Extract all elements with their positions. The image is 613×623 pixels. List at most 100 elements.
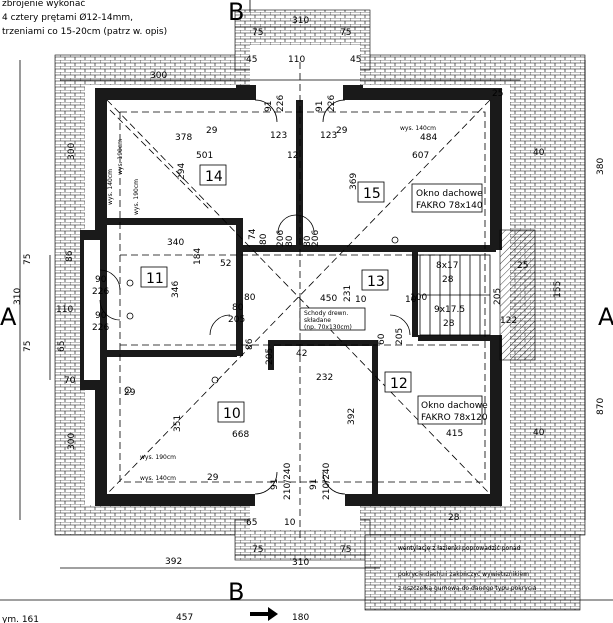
room-15-box <box>357 181 385 203</box>
height-note: wys. 190cm <box>117 139 124 175</box>
dim-label: 392 <box>347 408 357 425</box>
room-11-box <box>140 266 168 288</box>
chimney-area <box>364 534 581 611</box>
dim-label: 70 <box>64 376 76 386</box>
dim-label: 668 <box>232 430 249 440</box>
dim-label: 184 <box>193 248 203 265</box>
room-14-number: 14 <box>205 169 223 185</box>
height-note: wys. 140cm <box>140 475 176 482</box>
top-note-line: 4 cztery prętami Ø12-14mm, <box>2 12 133 23</box>
dim-label: 205 <box>493 288 503 305</box>
room-13-box <box>361 269 389 291</box>
dim-label: 60 <box>377 333 387 345</box>
dim-label: 346 <box>171 281 181 298</box>
dim-label: 155 <box>553 281 563 298</box>
interior-walls <box>107 100 498 495</box>
dim-label: 90 <box>95 311 107 321</box>
chimney-note-line: wentylację z łazienki poprowadzić ponad <box>398 545 521 552</box>
top-notes: zbrojenie wykonać 4 cztery prętami Ø12-1… <box>2 0 167 37</box>
dim-label: 210/240 <box>283 462 293 500</box>
dim-label: 123 <box>320 131 337 141</box>
dim-label: 180 <box>292 613 309 623</box>
roof-windows: Okno dachowe FAKRO 78x140 Okno dachowe F… <box>411 183 488 425</box>
top-note-line: zbrojenie wykonać <box>2 0 85 9</box>
room-10-number: 10 <box>223 406 241 422</box>
dim-label: 91 <box>264 101 274 112</box>
height-note: wys. 190cm <box>133 179 140 215</box>
dim-label: 340 <box>167 238 184 248</box>
dim-label: 28 <box>448 513 460 523</box>
dim-label: 29 <box>124 388 136 398</box>
dim-label: 380 <box>596 158 606 175</box>
dim-label: 75 <box>340 545 351 555</box>
dim-label: 29 <box>207 473 219 483</box>
dim-label: 65 <box>246 518 257 528</box>
dim-label: 457 <box>176 613 193 623</box>
corner-note: ym. 161 <box>2 615 39 623</box>
section-marker-right: A <box>598 303 613 331</box>
dim-label: 226 <box>276 95 286 112</box>
dim-label: 484 <box>420 133 437 143</box>
dim-label: 206 <box>276 230 286 247</box>
dim-label: 91 <box>309 479 319 490</box>
room-12-box <box>384 371 412 393</box>
dim-label: 226 <box>92 323 109 333</box>
dim-label: 91 <box>270 479 280 490</box>
dimension-lines <box>0 26 613 601</box>
dim-label: 52 <box>220 259 231 269</box>
stair-labels: 8x17 28 9x17.5 28 Schody drewn. składane… <box>304 261 465 331</box>
window-top-right-line1: Okno dachowe <box>416 189 483 199</box>
dim-label: 75 <box>23 341 33 352</box>
dim-label: 300 <box>67 143 77 160</box>
dim-label: 122 <box>500 316 517 326</box>
dim-label: 80 <box>259 233 269 245</box>
dim-label: 206 <box>311 230 321 247</box>
window-bottom-right-line1: Okno dachowe <box>421 401 488 411</box>
window-bottom-right-box <box>417 395 483 425</box>
window-top-right-line2: FAKRO 78x140 <box>416 201 483 211</box>
dim-label: 80 <box>244 293 256 303</box>
dim-label: 351 <box>173 415 183 432</box>
dim-label: 392 <box>165 557 182 567</box>
door-swings <box>99 99 411 495</box>
dim-label: 870 <box>596 398 606 415</box>
dim-label: 232 <box>316 373 333 383</box>
dim-label: 74 <box>248 228 258 240</box>
top-note-line: trzeniami co 15-20cm (patrz w. opis) <box>2 27 167 37</box>
chimney-note-line: z uszczelką gumową do danego typu pokryc… <box>398 585 537 592</box>
dim-label: 110 <box>288 55 305 65</box>
room-11-number: 11 <box>146 271 164 287</box>
dim-label: 75 <box>340 28 351 38</box>
height-notes: wys. 140cm wys. 190cm wys. 190cm wys. 14… <box>107 125 436 482</box>
height-note: wys. 140cm <box>400 125 436 132</box>
dim-label: 86 <box>245 338 255 350</box>
dim-label: 91 <box>315 101 325 112</box>
chimney-note-line: pokrycie dachu i zakończyć wywietrznikie… <box>398 571 529 578</box>
dim-label: 25 <box>517 261 528 271</box>
dim-label: 10 <box>405 295 417 305</box>
dim-label: 123 <box>270 131 287 141</box>
stairs-note-3: (np. 70x130cm) <box>304 324 352 331</box>
dim-label: 40 <box>533 148 545 158</box>
stair-upper-sub: 28 <box>442 275 454 285</box>
dim-label: 100 <box>410 293 427 303</box>
dim-label: 42 <box>296 349 307 359</box>
dim-label: 45 <box>246 55 257 65</box>
dim-label: 226 <box>327 95 337 112</box>
stair-lower-sub: 28 <box>443 319 455 329</box>
room-10-box <box>217 401 245 423</box>
dim-label: 45 <box>350 55 361 65</box>
chimney-note: wentylację z łazienki poprowadzić ponad … <box>398 545 537 592</box>
dim-label: 231 <box>343 285 353 302</box>
dim-label: 310 <box>292 16 309 26</box>
stairs-label-box <box>299 307 366 331</box>
outer-walls <box>80 85 502 506</box>
dim-label: 300 <box>67 433 77 450</box>
staircase <box>419 229 536 361</box>
stairs-note-2: składane <box>304 317 331 324</box>
room-14-box <box>199 164 227 186</box>
dim-label: 90 <box>95 275 107 285</box>
room-13-number: 13 <box>367 274 385 290</box>
